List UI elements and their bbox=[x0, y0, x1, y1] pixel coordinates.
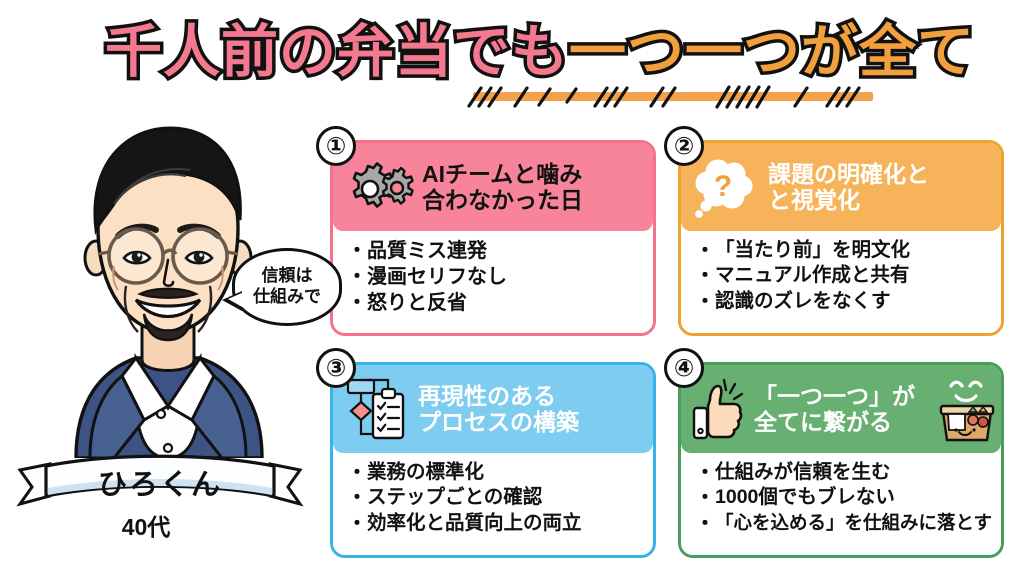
card-3-header-text: 再現性のある プロセスの構築 bbox=[418, 383, 645, 435]
bento-box-smiley-icon bbox=[937, 372, 997, 446]
card-1-number-badge: ① bbox=[316, 126, 356, 166]
card-1-bullet-3: 怒りと反省 bbox=[347, 290, 653, 316]
title-part-1: 千人前の弁当でも bbox=[102, 20, 572, 84]
gears-icon bbox=[342, 156, 416, 218]
card-3-inner: 再現性のある プロセスの構築 業務の標準化 ステップごとの確認 効率化と品質向上… bbox=[330, 362, 656, 558]
title-underline-bar bbox=[473, 92, 873, 101]
card-1-bullet-2: 漫画セリフなし bbox=[347, 264, 653, 290]
card-1-inner: AIチームと噛み 合わなかった日 品質ミス連発 漫画セリフなし 怒りと反省 bbox=[330, 140, 656, 336]
svg-text:?: ? bbox=[714, 170, 732, 203]
page-title: 千人前の弁当でも一つ一つが全て bbox=[90, 20, 990, 84]
card-2-number-badge: ② bbox=[664, 126, 704, 166]
card-2-header-line-1: 課題の明確化と bbox=[768, 160, 929, 187]
card-2-bullet-1: 「当たり前」を明文化 bbox=[695, 238, 1001, 264]
card-1-body: 品質ミス連発 漫画セリフなし 怒りと反省 bbox=[333, 231, 653, 333]
card-4-body: 仕組みが信頼を生む 1000個でもブレない 「心を込める」を仕組みに落とす bbox=[681, 453, 1001, 555]
card-3-bullet-2: ステップごとの確認 bbox=[347, 485, 653, 511]
card-3-number-badge: ③ bbox=[316, 348, 356, 388]
persona-age: 40代 bbox=[121, 514, 171, 540]
card-2-bullet-2: マニュアル作成と共有 bbox=[695, 263, 1001, 289]
speech-bubble-tail-inner bbox=[228, 292, 244, 308]
card-1-header-line-2: 合わなかった日 bbox=[422, 187, 583, 213]
card-3-header-line-1: 再現性のある bbox=[418, 382, 556, 409]
card-3[interactable]: 再現性のある プロセスの構築 業務の標準化 ステップごとの確認 効率化と品質向上… bbox=[316, 348, 656, 558]
speech-bubble: 信頼は 仕組みで bbox=[222, 248, 342, 326]
flowchart-clipboard-icon bbox=[342, 372, 412, 446]
card-2-inner: ? 課題の明確化と と視覚化 「当たり前」を明文化 マニュアル作成と共有 認識の… bbox=[678, 140, 1004, 336]
card-4-header-line-2: 全てに繋がる bbox=[754, 409, 892, 435]
title-part-2: 一つ一つが全て bbox=[566, 20, 978, 84]
card-1-bullets: 品質ミス連発 漫画セリフなし 怒りと反省 bbox=[347, 238, 653, 316]
card-4[interactable]: 「一つ一つ」が 全てに繋がる bbox=[664, 348, 1004, 558]
title-area: 千人前の弁当でも一つ一つが全て bbox=[90, 18, 990, 118]
card-2-bullet-3: 認識のズレをなくす bbox=[695, 289, 1001, 315]
card-2-header: ? 課題の明確化と と視覚化 bbox=[681, 143, 1001, 231]
card-3-bullet-1: 業務の標準化 bbox=[347, 460, 653, 486]
card-4-bullet-1: 仕組みが信頼を生む bbox=[695, 460, 1001, 486]
card-4-header-text: 「一つ一つ」が 全てに繋がる bbox=[754, 383, 915, 435]
card-2-bullets: 「当たり前」を明文化 マニュアル作成と共有 認識のズレをなくす bbox=[695, 238, 1001, 315]
card-1-bullet-1: 品質ミス連発 bbox=[347, 238, 653, 264]
card-2-header-text: 課題の明確化と と視覚化 bbox=[768, 161, 993, 213]
title-underline-hatch-icon bbox=[467, 85, 861, 109]
card-4-bullet-2: 1000個でもブレない bbox=[695, 485, 1001, 511]
card-2-header-line-2: と視覚化 bbox=[768, 187, 860, 213]
card-1[interactable]: AIチームと噛み 合わなかった日 品質ミス連発 漫画セリフなし 怒りと反省 ① bbox=[316, 126, 656, 336]
speech-bubble-line-2: 仕組みで bbox=[253, 287, 321, 306]
persona-portrait-illustration bbox=[74, 126, 264, 458]
card-2[interactable]: ? 課題の明確化と と視覚化 「当たり前」を明文化 マニュアル作成と共有 認識の… bbox=[664, 126, 1004, 336]
card-1-header-line-1: AIチームと噛み bbox=[422, 160, 583, 187]
card-4-bullet-3: 「心を込める」を仕組みに落とす bbox=[695, 511, 1001, 537]
card-2-body: 「当たり前」を明文化 マニュアル作成と共有 認識のズレをなくす bbox=[681, 231, 1001, 333]
persona-name: ひろくん bbox=[97, 469, 222, 501]
card-4-inner: 「一つ一つ」が 全てに繋がる bbox=[678, 362, 1004, 558]
thumbs-up-icon bbox=[690, 374, 748, 444]
card-1-header-text: AIチームと噛み 合わなかった日 bbox=[422, 161, 645, 213]
card-3-bullets: 業務の標準化 ステップごとの確認 効率化と品質向上の両立 bbox=[347, 460, 653, 537]
thought-bubble-question-icon: ? bbox=[690, 152, 762, 222]
card-1-header: AIチームと噛み 合わなかった日 bbox=[333, 143, 653, 231]
card-4-number-badge: ④ bbox=[664, 348, 704, 388]
card-3-header-line-2: プロセスの構築 bbox=[418, 409, 579, 435]
card-3-bullet-3: 効率化と品質向上の両立 bbox=[347, 511, 653, 537]
card-4-header-line-1: 「一つ一つ」が bbox=[754, 382, 915, 409]
card-3-body: 業務の標準化 ステップごとの確認 効率化と品質向上の両立 bbox=[333, 453, 653, 555]
card-3-header: 再現性のある プロセスの構築 bbox=[333, 365, 653, 453]
card-4-header: 「一つ一つ」が 全てに繋がる bbox=[681, 365, 1001, 453]
card-4-bullets: 仕組みが信頼を生む 1000個でもブレない 「心を込める」を仕組みに落とす bbox=[695, 460, 1001, 537]
speech-bubble-line-1: 信頼は bbox=[261, 266, 313, 286]
persona-name-ribbon bbox=[16, 454, 304, 507]
